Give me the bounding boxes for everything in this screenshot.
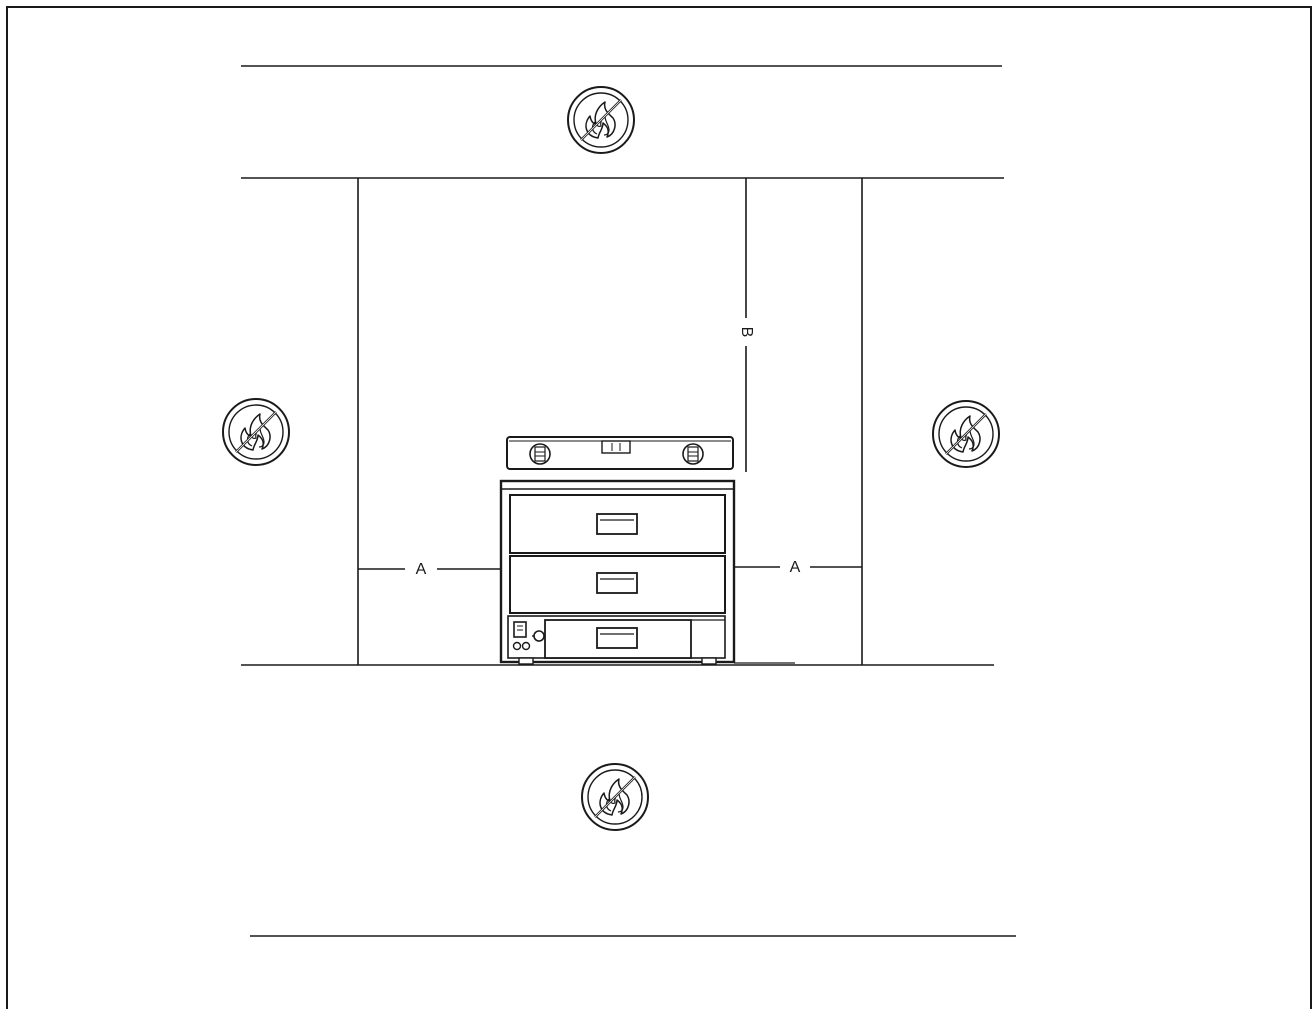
dimension-label-a-right: A [790,559,801,576]
dimension-label-b: B [738,327,755,338]
spirit-level-icon [506,436,734,470]
outer-border [6,6,1312,1009]
no-fire-icon [221,397,291,467]
dimension-label-a-left: A [416,561,427,578]
drawer-warmer-icon [499,479,736,665]
no-fire-icon [931,399,1001,469]
no-fire-icon [566,85,636,155]
no-fire-icon [580,762,650,832]
